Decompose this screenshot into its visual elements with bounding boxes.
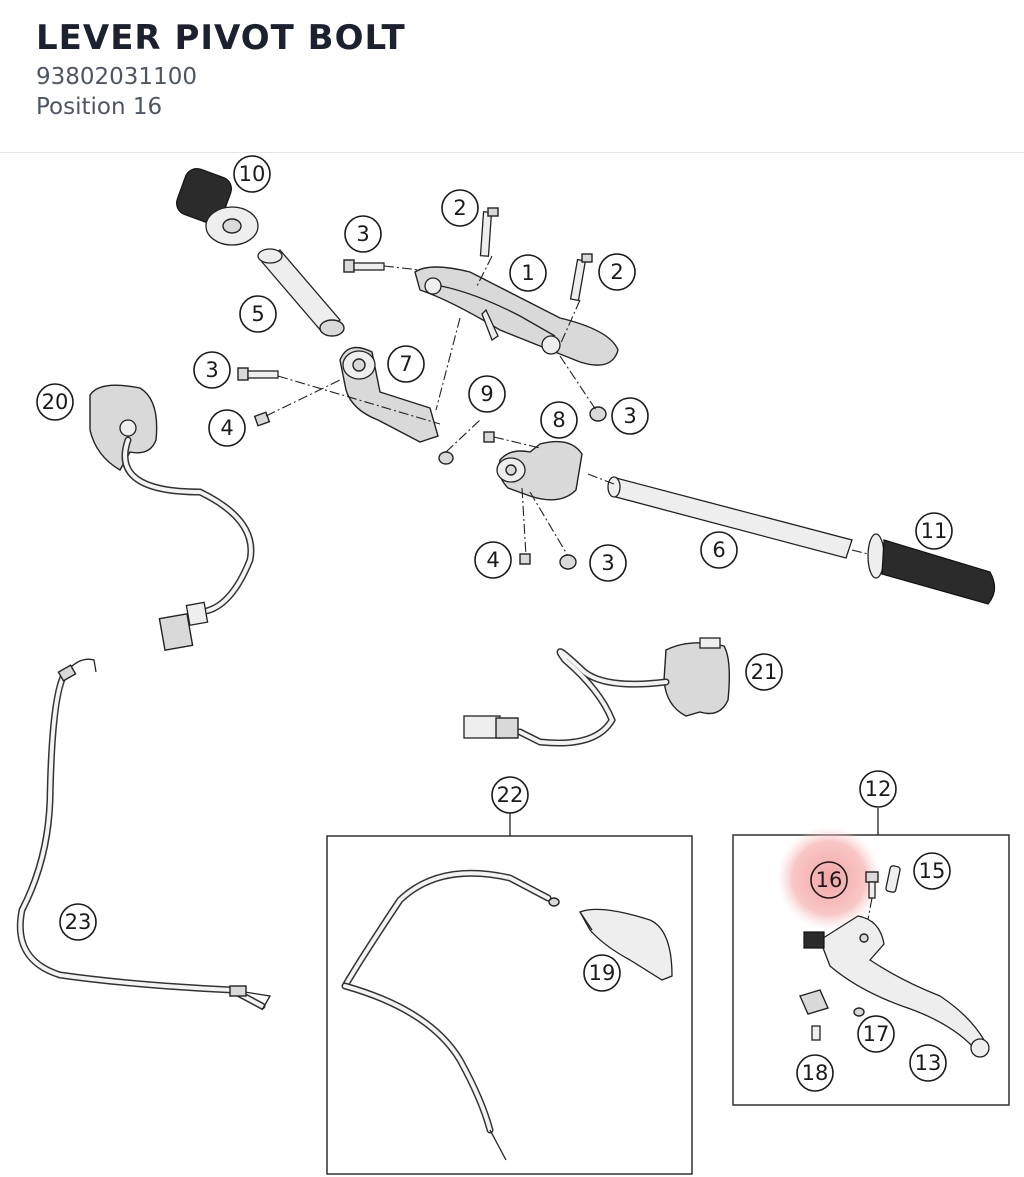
cable-kit-box (326, 835, 693, 1175)
svg-text:15: 15 (919, 859, 946, 883)
callout-3-top[interactable]: 3 (344, 215, 382, 253)
bolt-9-part (483, 431, 495, 443)
callout-16-lever-pivot-bolt[interactable]: 16 (810, 861, 848, 899)
svg-text:8: 8 (552, 408, 565, 432)
callout-7[interactable]: 7 (387, 345, 425, 383)
svg-text:3: 3 (205, 358, 218, 382)
callout-2-upper[interactable]: 2 (441, 189, 479, 227)
callout-3-lower[interactable]: 3 (589, 544, 627, 582)
callout-21[interactable]: 21 (745, 653, 783, 691)
connector-left-part (158, 601, 209, 651)
callout-2-right[interactable]: 2 (598, 253, 636, 291)
callout-10[interactable]: 10 (233, 155, 271, 193)
callout-1[interactable]: 1 (509, 254, 547, 292)
callout-6[interactable]: 6 (700, 531, 738, 569)
svg-text:16: 16 (816, 868, 843, 892)
callout-3-left[interactable]: 3 (193, 351, 231, 389)
bolt-3-right-upper-part (589, 406, 607, 422)
svg-text:23: 23 (65, 910, 92, 934)
svg-text:6: 6 (712, 538, 725, 562)
callout-22[interactable]: 22 (491, 776, 529, 814)
handlebar-left-part (257, 248, 345, 337)
svg-text:17: 17 (863, 1022, 890, 1046)
lower-clamp-left-part (339, 346, 439, 443)
bolt-2-right-part (569, 253, 593, 302)
switch-left-part (89, 384, 158, 471)
bolt-3-right-lower-part (559, 554, 577, 570)
svg-text:1: 1 (521, 261, 534, 285)
callout-9[interactable]: 9 (468, 375, 506, 413)
svg-text:22: 22 (497, 783, 524, 807)
svg-text:3: 3 (623, 404, 636, 428)
grip-right-part (867, 533, 996, 605)
callout-3-middle[interactable]: 3 (611, 397, 649, 435)
callout-4-left[interactable]: 4 (208, 409, 246, 447)
callout-12[interactable]: 12 (859, 770, 897, 808)
bolt-4-right-part (519, 553, 531, 565)
svg-text:7: 7 (399, 352, 412, 376)
bolt-3-left-part (237, 367, 279, 381)
bolt-2-left-part (479, 207, 499, 257)
callout-17[interactable]: 17 (857, 1015, 895, 1053)
connector-right-part (463, 715, 519, 739)
handlebar-right-part (607, 476, 853, 559)
nut-17-part (853, 1007, 865, 1017)
lever-13-part (803, 915, 990, 1058)
svg-text:11: 11 (921, 519, 948, 543)
callout-5[interactable]: 5 (239, 295, 277, 333)
svg-text:9: 9 (480, 382, 493, 406)
top-clamp-part (414, 266, 619, 366)
svg-text:2: 2 (453, 196, 466, 220)
lever-assembly-box (732, 834, 1010, 1106)
svg-text:12: 12 (865, 777, 892, 801)
header-divider (0, 152, 1024, 153)
svg-text:19: 19 (589, 961, 616, 985)
lower-clamp-right-part (496, 440, 583, 501)
svg-text:5: 5 (251, 302, 264, 326)
callout-13[interactable]: 13 (909, 1044, 947, 1082)
part-number: 93802031100 (36, 64, 197, 90)
highlight-16 (777, 826, 881, 930)
callout-19[interactable]: 19 (583, 954, 621, 992)
page-header: LEVER PIVOT BOLT 93802031100 Position 16 (0, 0, 1024, 152)
svg-text:18: 18 (802, 1061, 829, 1085)
svg-text:3: 3 (356, 222, 369, 246)
grip-left-part (176, 168, 259, 246)
svg-text:4: 4 (486, 548, 499, 572)
callout-11[interactable]: 11 (915, 512, 953, 550)
callout-4-lower[interactable]: 4 (474, 541, 512, 579)
callout-8[interactable]: 8 (540, 401, 578, 439)
switch-right-part (663, 637, 731, 717)
callout-15[interactable]: 15 (913, 852, 951, 890)
bolt-4-left-part (253, 411, 271, 427)
svg-text:21: 21 (751, 660, 778, 684)
svg-text:3: 3 (601, 551, 614, 575)
callout-23[interactable]: 23 (59, 903, 97, 941)
svg-text:10: 10 (239, 162, 266, 186)
nut-9-part (438, 451, 454, 465)
callout-18[interactable]: 18 (796, 1054, 834, 1092)
svg-text:2: 2 (610, 260, 623, 284)
switch-18-part (799, 989, 829, 1041)
cover-19-part (579, 908, 673, 981)
svg-text:20: 20 (42, 390, 69, 414)
svg-text:4: 4 (220, 416, 233, 440)
position-label: Position 16 (36, 94, 163, 120)
svg-text:13: 13 (915, 1051, 942, 1075)
callout-20[interactable]: 20 (36, 383, 74, 421)
pin-15-part (885, 865, 901, 893)
bolt-3-upper-part (343, 259, 385, 273)
page-title: LEVER PIVOT BOLT (36, 18, 406, 58)
